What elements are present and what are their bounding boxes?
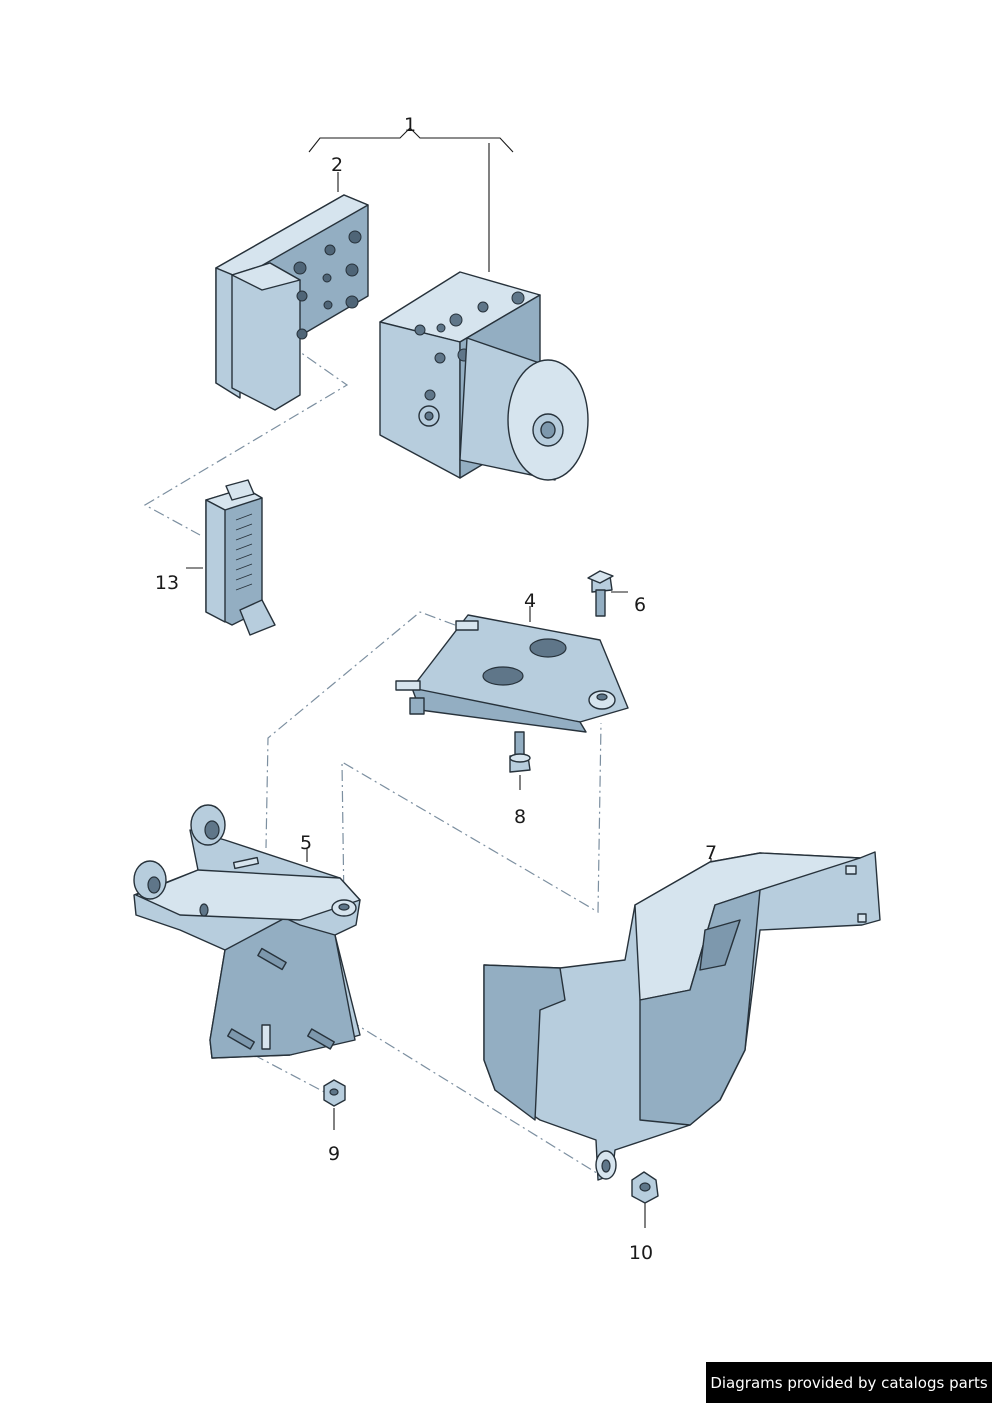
cover-housing-part-7 xyxy=(483,851,881,1181)
callout-13: 13 xyxy=(155,572,179,594)
connector-part-13 xyxy=(205,479,276,636)
credit-text: Diagrams provided by catalogs parts xyxy=(710,1373,988,1392)
callout-6: 6 xyxy=(634,594,646,616)
callout-4: 4 xyxy=(524,590,536,612)
nut-part-9 xyxy=(323,1079,346,1107)
callout-2: 2 xyxy=(331,154,343,176)
bracket-plate-part-4 xyxy=(395,614,629,733)
diagram-credit-banner: Diagrams provided by catalogs parts xyxy=(706,1362,992,1403)
bolt-part-6 xyxy=(587,570,614,617)
mounting-bracket-part-5 xyxy=(133,804,361,1059)
callout-9: 9 xyxy=(328,1143,340,1165)
callout-5: 5 xyxy=(300,832,312,854)
flange-nut-part-10 xyxy=(631,1171,659,1204)
callout-labels: 1 2 4 5 6 7 8 9 10 13 xyxy=(155,114,717,1264)
callout-8: 8 xyxy=(514,806,526,828)
callout-1: 1 xyxy=(404,114,416,136)
hydraulic-unit-part-1 xyxy=(379,271,589,481)
bolt-part-8 xyxy=(509,731,531,773)
callout-10: 10 xyxy=(629,1242,653,1264)
callout-7: 7 xyxy=(705,842,717,864)
control-unit-part-2 xyxy=(215,194,369,411)
callout-leaders xyxy=(186,127,712,1228)
